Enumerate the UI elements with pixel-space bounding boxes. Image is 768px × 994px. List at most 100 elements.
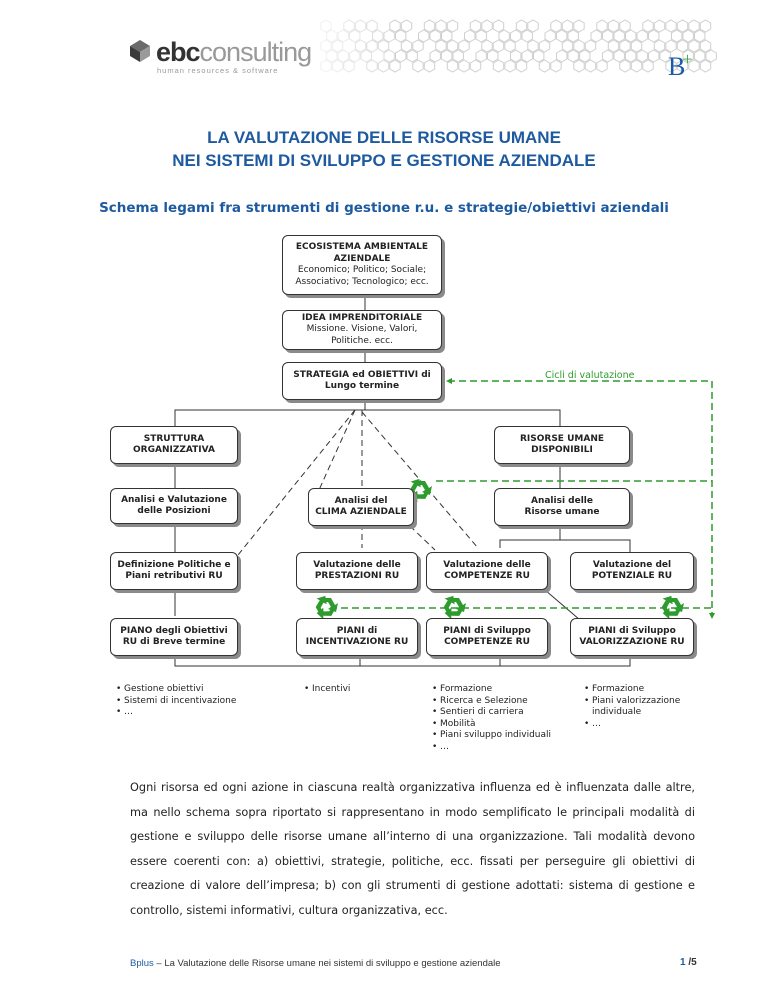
hexagon-shape — [653, 19, 666, 33]
hexagon-shape — [694, 29, 706, 43]
hexagon-shape — [584, 39, 597, 53]
hexagon-shape — [625, 29, 637, 43]
hexagon-shape — [521, 29, 533, 43]
hexagon-shape — [510, 49, 522, 63]
hexagon-shape — [510, 29, 522, 43]
hexagon-shape — [584, 59, 597, 73]
hexagon-shape — [475, 49, 487, 63]
hexagon-shape — [567, 29, 579, 43]
page-number: 1 /5 — [680, 957, 697, 968]
hexagon-shape — [556, 49, 568, 63]
hexagon-shape — [682, 29, 694, 43]
bullets-col2: Incentivi — [304, 684, 350, 696]
hexagon-shape — [498, 29, 510, 43]
hexagon-shape — [676, 59, 689, 73]
hexagon-shape — [423, 19, 436, 33]
box-piano-obiettivi: PIANO degli Obiettivi RU di Breve termin… — [110, 618, 238, 656]
hexagon-shape — [435, 39, 447, 53]
hexagon-shape — [607, 19, 620, 33]
list-item: Mobilità — [432, 719, 551, 731]
hexagon-shape — [521, 49, 533, 63]
hexagon-shape — [665, 19, 677, 33]
list-item: Formazione — [584, 684, 694, 696]
hexagon-shape — [331, 59, 344, 73]
box-analisi-clima: Analisi del CLIMA AZIENDALE — [308, 488, 414, 526]
hexagon-shape — [504, 39, 516, 53]
hexagon-shape — [337, 29, 349, 43]
hexagon-shape — [429, 29, 441, 43]
hexagon-shape — [395, 49, 407, 63]
list-item: … — [116, 707, 236, 719]
body-paragraph: Ogni risorsa ed ogni azione in ciascuna … — [130, 781, 695, 917]
hexagon-shape — [602, 29, 614, 43]
hexagon-shape — [538, 39, 551, 53]
hexagon-shape — [596, 59, 608, 73]
hexagon-shape — [458, 59, 470, 73]
hexagon-shape — [464, 29, 476, 43]
list-item: Gestione obiettivi — [116, 684, 236, 696]
box-valutazione-prestazioni: Valutazione delle PRESTAZIONI RU — [296, 552, 418, 590]
page-title-line1: LA VALUTAZIONE DELLE RISORSE UMANE — [207, 128, 561, 147]
hexagon-shape — [360, 49, 372, 63]
hexagon-shape — [377, 59, 390, 73]
hexagon-shape — [446, 39, 459, 53]
hexagon-shape — [326, 49, 338, 63]
hexagon-shape — [349, 29, 361, 43]
hexagon-shape — [504, 59, 516, 73]
hexagon-shape — [354, 39, 367, 53]
page-footer: Bplus – La Valutazione delle Risorse uma… — [130, 958, 501, 969]
hexagon-shape — [671, 29, 683, 43]
hexagon-shape — [389, 19, 401, 33]
hexagon-shape — [665, 59, 677, 73]
hexagon-shape — [688, 19, 700, 33]
list-item: … — [584, 719, 694, 731]
hexagon-shape — [377, 39, 390, 53]
hexagon-shape — [423, 59, 436, 73]
hexagon-shape — [550, 59, 562, 73]
hexagon-shape — [400, 19, 413, 33]
hexagon-shape — [492, 39, 505, 53]
hexagon-shape — [648, 29, 660, 43]
hexagon-shape — [556, 29, 568, 43]
diagram-connectors — [174, 295, 715, 667]
hexagon-shape — [573, 39, 585, 53]
page-subtitle: Schema legami fra strumenti di gestione … — [99, 200, 669, 216]
hexagon-shape — [694, 49, 706, 63]
hexagon-shape — [636, 29, 648, 43]
hexagon-shape — [515, 59, 528, 73]
list-item: Sistemi di incentivazione — [116, 696, 236, 708]
hexagon-shape — [619, 39, 631, 53]
hexagon-shape — [372, 29, 384, 43]
hexagon-shape — [366, 19, 378, 33]
hexagon-shape — [458, 39, 470, 53]
hexagon-shape — [446, 19, 459, 33]
box-analisi-posizioni: Analisi e Valutazione delle Posizioni — [110, 488, 238, 524]
list-item: Piani sviluppo individuali — [432, 730, 551, 742]
hexagon-shape — [320, 59, 332, 73]
hexagon-shape — [441, 49, 453, 63]
bullets-col3: Formazione Ricerca e Selezione Sentieri … — [432, 684, 551, 753]
logo-wordmark: ebcconsulting — [156, 37, 312, 67]
hexagon-shape — [648, 49, 660, 63]
hexagon-shape — [625, 49, 637, 63]
box-analisi-risorse: Analisi delle Risorse umane — [494, 488, 630, 526]
hexagon-shape — [389, 59, 401, 73]
bplus-logo: B+ — [668, 49, 693, 81]
hexagon-shape — [429, 49, 441, 63]
logo-cube-icon — [130, 40, 150, 62]
hexagon-shape — [573, 59, 585, 73]
list-item: … — [432, 742, 551, 754]
hexagon-shape — [705, 49, 717, 63]
hexagon-shape — [688, 39, 700, 53]
hexagon-shape — [561, 19, 574, 33]
hexagon-shape — [642, 59, 654, 73]
hexagon-shape — [567, 49, 579, 63]
hexagon-shape — [613, 49, 625, 63]
hexagon-shape — [619, 19, 631, 33]
hexagon-shape — [533, 49, 545, 63]
hexagon-shape — [418, 29, 430, 43]
box-risorse-umane: RISORSE UMANE DISPONIBILI — [494, 426, 630, 464]
hexagon-shape — [682, 49, 694, 63]
hexagon-shape — [492, 59, 505, 73]
hexagon-shape — [699, 59, 712, 73]
